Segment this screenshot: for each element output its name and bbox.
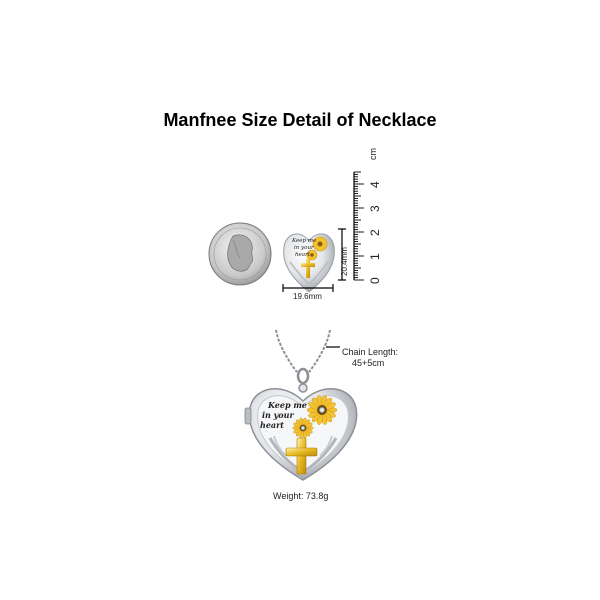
ruler-mark-label: 1 [368, 253, 382, 260]
height-dimension-line [338, 228, 346, 281]
width-label: 19.6mm [293, 292, 322, 301]
chain-length-line1: Chain Length: [342, 347, 399, 357]
large-engraving-line3: heart [260, 420, 284, 430]
chain-length-line2: 45+5cm [352, 358, 385, 368]
sunflower-small [306, 236, 328, 261]
ruler-mark-label: 0 [368, 277, 382, 284]
sunflower-gem [300, 425, 306, 431]
gold-cross [285, 437, 318, 475]
width-dimension-line [282, 284, 334, 292]
ruler-mark-label: 2 [368, 229, 382, 236]
small-engraving-line2: in your [294, 245, 314, 251]
pendant-small [283, 233, 335, 293]
chain-length-label: Chain Length: 45+5cm [342, 347, 398, 369]
weight-label: Weight: 73.8g [273, 491, 329, 501]
necklace-large [244, 329, 358, 481]
sunflower-large [292, 395, 338, 439]
ruler-mark-label: 4 [368, 181, 382, 188]
ruler [353, 171, 364, 281]
chain [275, 329, 331, 373]
small-engraving-line3: heart [295, 252, 311, 258]
quarter-coin [208, 222, 272, 286]
ruler-unit-label: cm [368, 148, 378, 160]
page-title: Manfnee Size Detail of Necklace [163, 110, 437, 130]
height-label: 20.4mm [340, 247, 349, 276]
large-engraving-line1: Keep me [267, 400, 307, 410]
ruler-mark-label: 3 [368, 205, 382, 212]
large-engraving-line2: in your [262, 410, 294, 420]
sunflower-gem [319, 407, 325, 413]
small-engraving-line1: Keep me [291, 238, 317, 244]
